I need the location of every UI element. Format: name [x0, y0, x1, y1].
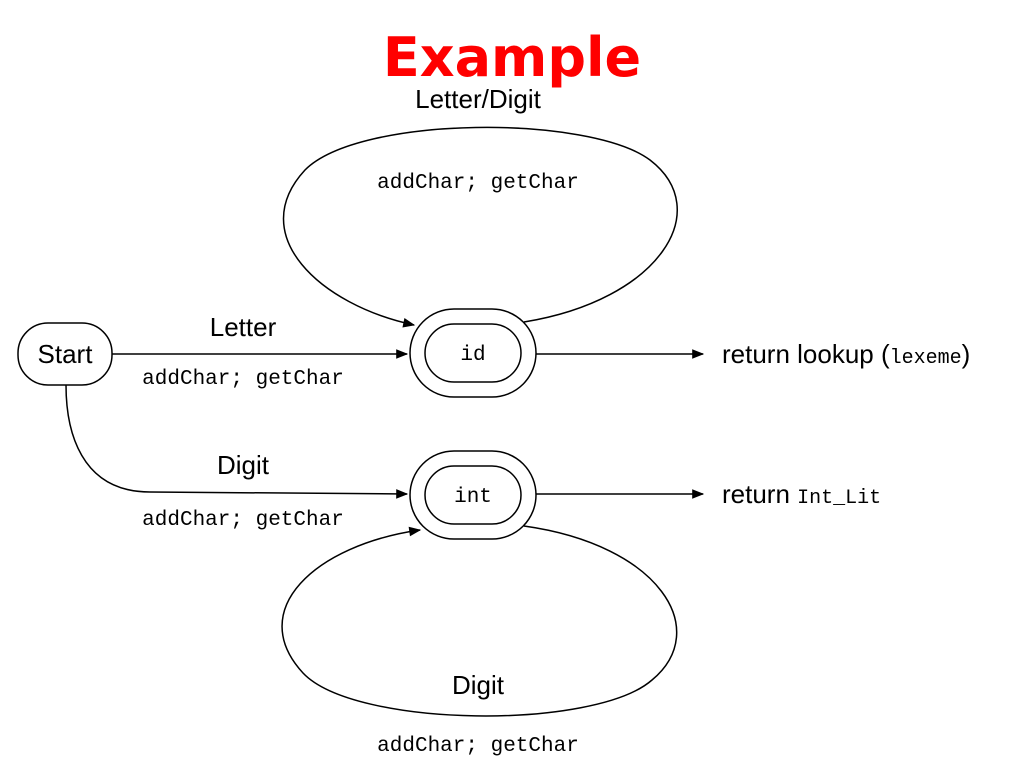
- start-to-id-action: addChar; getChar: [142, 368, 344, 391]
- id-loop-action: addChar; getChar: [377, 172, 579, 195]
- int-state-label: int: [454, 486, 492, 509]
- int-output-arg: Int_Lit: [797, 487, 881, 510]
- id-output-prefix: return lookup (: [722, 339, 890, 369]
- id-output-text: return lookup (lexeme): [722, 339, 970, 370]
- id-output-suffix: ): [962, 339, 971, 369]
- id-loop-edge: [282, 126, 678, 328]
- start-to-int-edge: [65, 384, 409, 499]
- id-state-inner: [424, 323, 522, 383]
- int-output-prefix: return: [722, 479, 797, 509]
- int-state-inner: [424, 465, 522, 525]
- int-loop-edge: [281, 525, 678, 717]
- start-node-label: Start: [38, 339, 94, 369]
- start-to-id-condition: Letter: [210, 312, 277, 342]
- diagram-title: Example: [383, 26, 641, 89]
- int-loop-action: addChar; getChar: [377, 735, 579, 758]
- id-loop-condition: Letter/Digit: [415, 84, 541, 114]
- id-state-label: id: [460, 344, 485, 367]
- int-output-text: return Int_Lit: [722, 479, 881, 510]
- id-output-arg: lexeme: [890, 347, 962, 370]
- int-loop-condition: Digit: [452, 670, 505, 700]
- start-to-int-action: addChar; getChar: [142, 509, 344, 532]
- start-to-int-condition: Digit: [217, 450, 270, 480]
